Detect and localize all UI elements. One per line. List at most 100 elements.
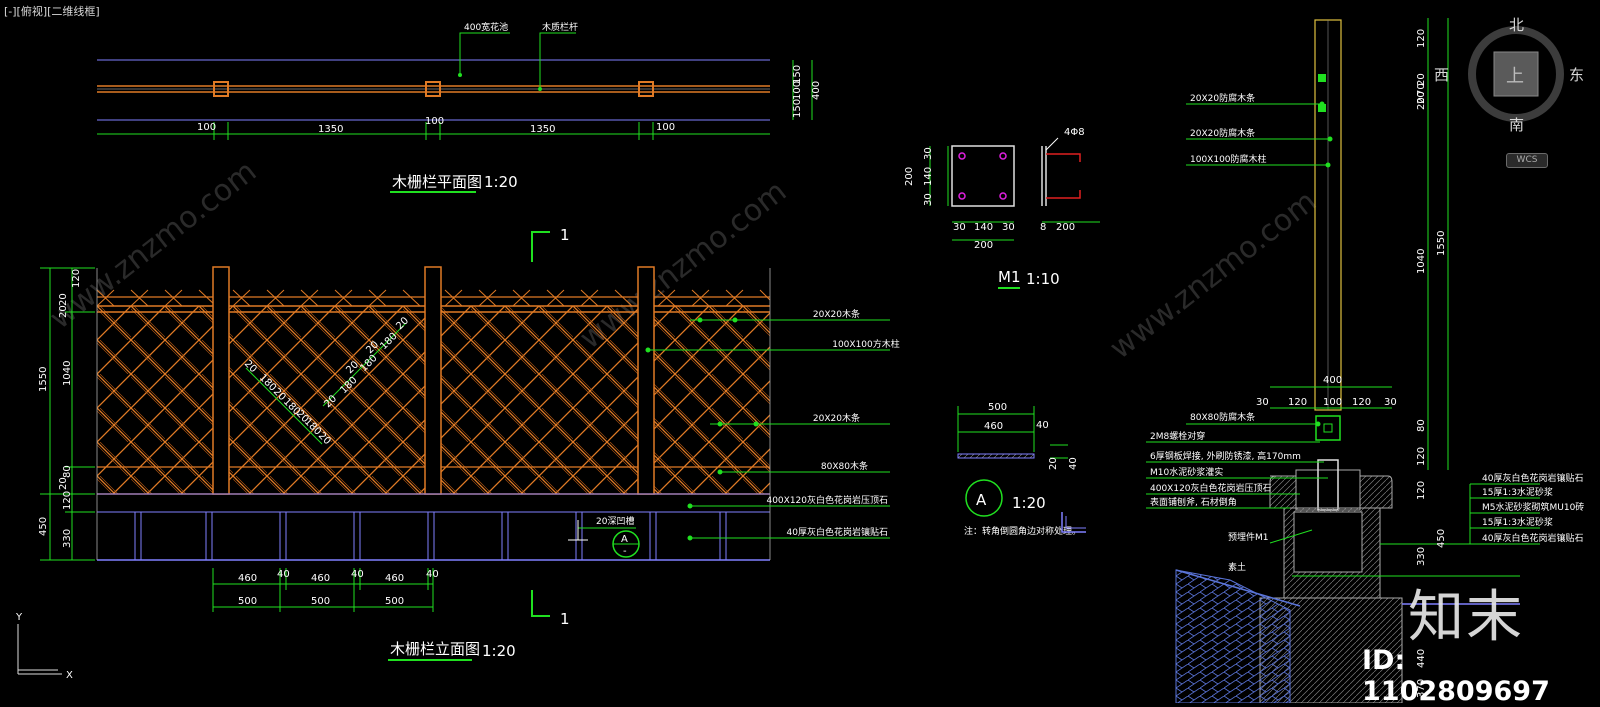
plan-rdim-0: 150 <box>792 65 803 84</box>
sec-top-3: 70 <box>1416 83 1427 96</box>
m1-rb-1: 200 <box>1056 222 1075 233</box>
sec-right-2: M5水泥砂浆砌筑MU10砖 <box>1482 501 1584 513</box>
sec-b-2: 120 <box>1416 481 1427 500</box>
plan-post-3 <box>638 81 654 97</box>
sec-callout-0: 20X20防腐木条 <box>1190 92 1255 104</box>
sec-400-0: 400 <box>1323 375 1342 386</box>
ldim-5: 80 <box>62 465 73 478</box>
sec-b-5: 440 <box>1416 649 1427 668</box>
ldim-0: 120 <box>71 269 82 288</box>
sec-callout-2: 100X100防腐木柱 <box>1190 153 1267 165</box>
sec-right-4: 40厚灰白色花岗岩镶贴石 <box>1482 532 1583 544</box>
m1-title: M1 <box>998 268 1021 286</box>
callout-2: 20X20木条 <box>813 412 860 424</box>
sec-right-0: 40厚灰白色花岗岩镶贴石 <box>1482 472 1583 484</box>
compass-north[interactable]: 北 <box>1509 16 1525 34</box>
ldim-4: 1040 <box>62 361 73 386</box>
elevation-post-3 <box>637 266 655 495</box>
detail-ref-letter: A <box>621 534 628 545</box>
detail-a: 500 460 40 20 40 A 1:20 注：转角倒圆角边对称处理。 <box>957 402 1086 537</box>
plan-dim-0: 100 <box>197 122 216 133</box>
section-mark-top: 1 <box>560 226 570 244</box>
view-cube-top-face[interactable]: 上 <box>1506 66 1524 87</box>
callout-5: 40厚灰白色花岗岩镶贴石 <box>787 526 888 538</box>
callout-1: 100X100方木柱 <box>832 338 900 350</box>
sec-400-3: 100 <box>1323 397 1342 408</box>
plan-post-2 <box>425 81 441 97</box>
plan-rdim-3: 400 <box>811 81 822 100</box>
compass-east[interactable]: 东 <box>1569 66 1585 84</box>
plan-dim-1: 1350 <box>318 124 343 135</box>
elevation-post-2 <box>424 266 442 495</box>
da-dim-2: 40 <box>1036 420 1049 431</box>
bdim-b1: 500 <box>311 596 330 607</box>
da-note: 注：转角倒圆角边对称处理。 <box>964 525 1081 537</box>
view-cube[interactable]: 北 西 东 南 上 <box>1434 16 1584 138</box>
m1-bot-2: 30 <box>1002 222 1015 233</box>
sec-callout-1: 20X20防腐木条 <box>1190 127 1255 139</box>
m1-rebar: 4Φ8 <box>1064 127 1085 138</box>
section-view: 20X20防腐木条 20X20防腐木条 100X100防腐木柱 120 20 2… <box>1146 18 1584 703</box>
sec-top-0: 120 <box>1416 29 1427 48</box>
ldim-9: 330 <box>62 529 73 548</box>
plan-rdim-2: 150 <box>792 99 803 118</box>
sec-b-3: 450 <box>1436 529 1447 548</box>
sec-mid-0: 1040 <box>1416 249 1427 274</box>
m1-left-3: 30 <box>923 193 934 206</box>
sec-right-1: 15厚1:3水泥砂浆 <box>1482 486 1553 498</box>
sec-low-1: 2M8螺栓对穿 <box>1150 430 1205 442</box>
bdim-t3: 40 <box>351 569 364 580</box>
bdim-t4: 460 <box>385 573 404 584</box>
m1-left-2: 140 <box>923 167 934 186</box>
m1-left-0: 200 <box>904 167 915 186</box>
compass-south[interactable]: 南 <box>1509 116 1525 134</box>
m1-left-1: 30 <box>923 147 934 160</box>
sec-top-4: 20 <box>1416 97 1427 110</box>
elevation-scale: 1:20 <box>482 642 516 660</box>
detail-ref-sheet: - <box>623 546 627 557</box>
viewport-label[interactable]: [-][俯视][二维线框] <box>4 5 100 18</box>
da-dim-3: 20 <box>1048 457 1059 470</box>
plan-title: 木栅栏平面图 <box>392 173 482 191</box>
plan-dim-4: 100 <box>656 122 675 133</box>
sec-mid-1: 1550 <box>1436 231 1447 256</box>
da-dim-4: 40 <box>1068 457 1079 470</box>
bdim-t2: 460 <box>311 573 330 584</box>
compass-west[interactable]: 西 <box>1434 66 1450 84</box>
soil-label: 素土 <box>1228 561 1246 573</box>
m1-bot-1: 140 <box>974 222 993 233</box>
sec-400-2: 120 <box>1288 397 1307 408</box>
da-dim-1: 460 <box>984 421 1003 432</box>
wcs-menu-button[interactable]: WCS <box>1506 153 1548 168</box>
sec-low-4: 400X120灰白色花岗岩压顶石 <box>1150 482 1272 494</box>
m1-bot-3: 200 <box>974 240 993 251</box>
plan-rdim-1: 100 <box>792 81 803 100</box>
bdim-b2: 500 <box>385 596 404 607</box>
sec-b-1: 120 <box>1416 447 1427 466</box>
sec-b-6: 370 <box>1416 679 1427 698</box>
ldim-1: 20 <box>58 293 69 306</box>
da-letter: A <box>976 491 987 509</box>
sec-b-4: 330 <box>1416 547 1427 566</box>
drain-label: 20深凹槽 <box>596 515 634 527</box>
sec-400-4: 120 <box>1352 397 1371 408</box>
plan-dim-3: 1350 <box>530 124 555 135</box>
sec-400-5: 30 <box>1384 397 1397 408</box>
sec-400-1: 30 <box>1256 397 1269 408</box>
da-scale: 1:20 <box>1012 494 1046 512</box>
sec-top-1: 20 <box>1416 73 1427 86</box>
ldim-2: 20 <box>58 305 69 318</box>
callout-4: 400X120灰白色花岗岩压顶石 <box>766 494 888 506</box>
brand-logo: 知末 <box>1408 585 1524 650</box>
section-mark-bottom: 1 <box>560 610 570 628</box>
da-dim-0: 500 <box>988 402 1007 413</box>
plan-dim-2: 100 <box>425 116 444 127</box>
ldim-7: 120 <box>62 491 73 510</box>
sec-top-2: 20 <box>1416 91 1427 104</box>
plan-leader-1: 400宽花池 <box>464 21 508 33</box>
m1-bot-0: 30 <box>953 222 966 233</box>
plan-leader-2: 木质栏杆 <box>542 21 578 33</box>
ucs-icon <box>17 624 62 675</box>
